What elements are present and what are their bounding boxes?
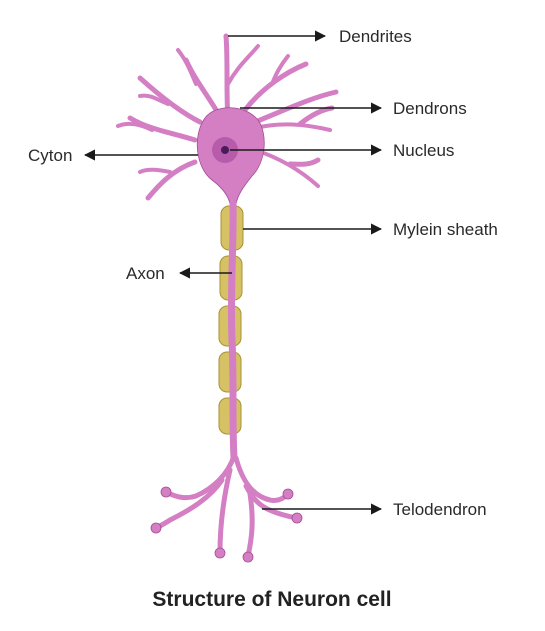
dendrons-label: Dendrons	[393, 99, 467, 118]
cyton-label: Cyton	[28, 146, 72, 165]
axon-fiber	[227, 198, 238, 462]
telodendron-terminals	[150, 486, 303, 563]
myelin-sheath-label: Mylein sheath	[393, 220, 498, 239]
dendrites-label: Dendrites	[339, 27, 412, 46]
nucleolus	[221, 146, 229, 154]
axon-label: Axon	[126, 264, 165, 283]
pointer-lines	[83, 30, 383, 515]
telodendron-branches	[153, 453, 299, 559]
nucleus-label: Nucleus	[393, 141, 454, 160]
diagram-title: Structure of Neuron cell	[152, 588, 391, 611]
telodendron-label: Telodendron	[393, 500, 487, 519]
